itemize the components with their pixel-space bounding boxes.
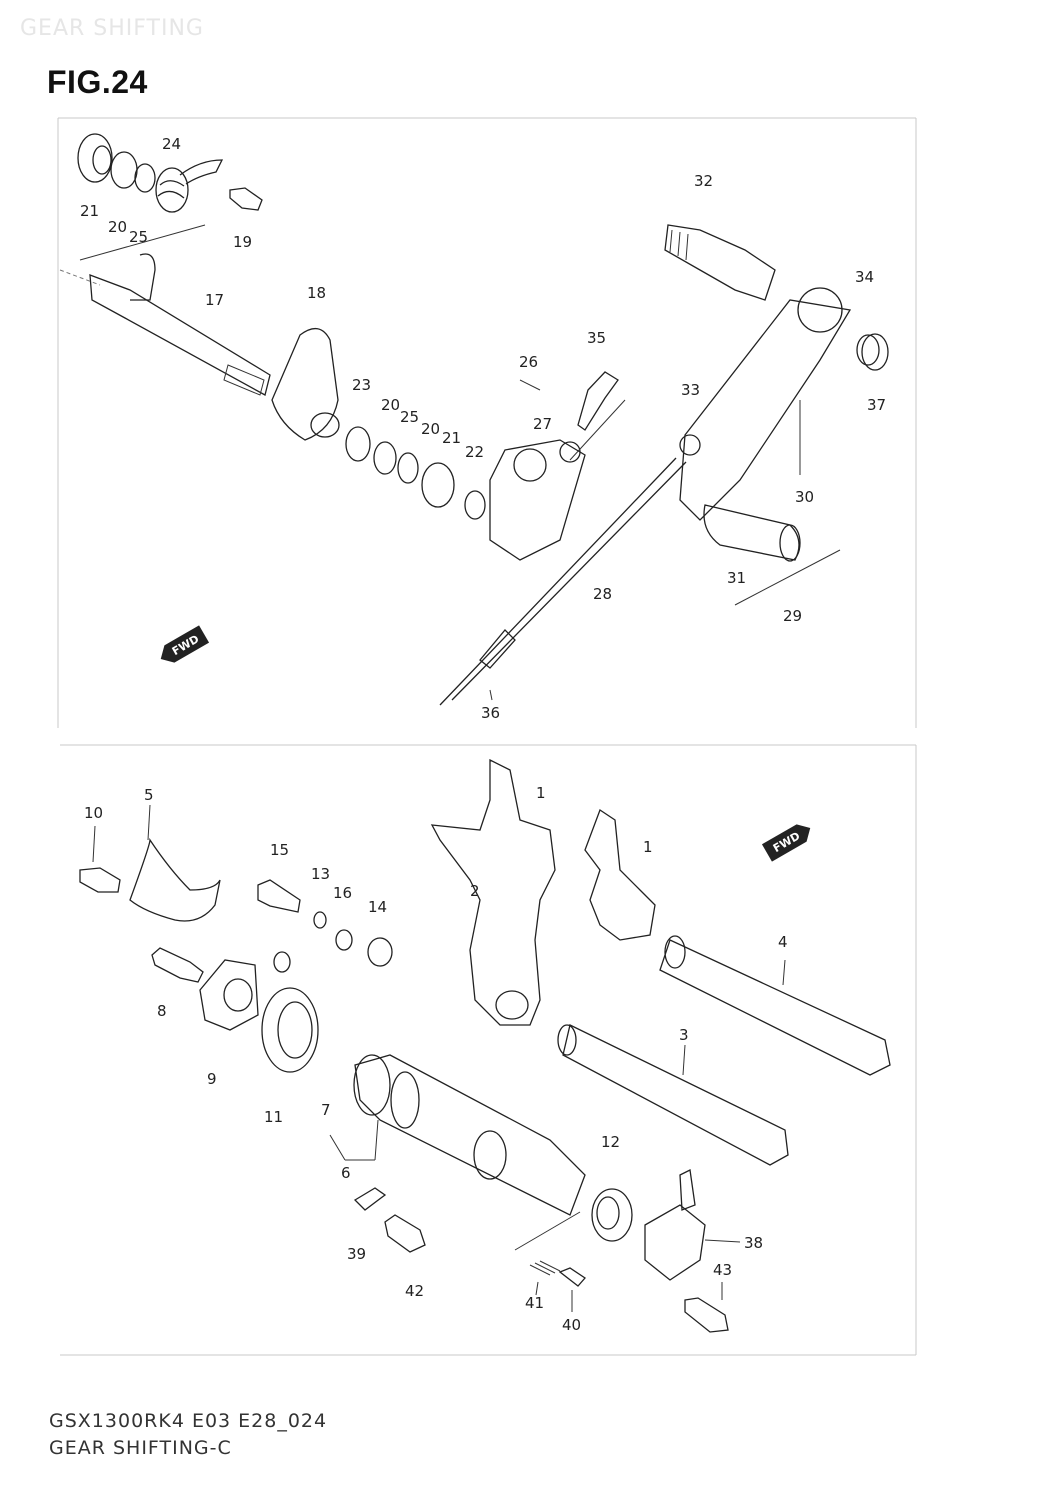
callout-label: 10 <box>84 804 103 822</box>
callout-label: 19 <box>233 233 252 251</box>
callouts-bottom: 5 10 1 1 15 13 16 14 2 4 8 9 11 7 3 6 12… <box>84 784 788 1334</box>
callout-label: 34 <box>855 268 874 286</box>
gearshift-shaft-assembly <box>59 133 889 706</box>
callout-label: 20 <box>381 396 400 414</box>
callout-label: 1 <box>536 784 546 802</box>
callout-label: 22 <box>465 443 484 461</box>
callout-label: 20 <box>108 218 127 236</box>
callout-label: 43 <box>713 1261 732 1279</box>
callout-label: 17 <box>205 291 224 309</box>
callout-label: 31 <box>727 569 746 587</box>
callout-label: 21 <box>442 429 461 447</box>
footer-figure-name: GEAR SHIFTING-C <box>49 1437 232 1459</box>
callout-label: 38 <box>744 1234 763 1252</box>
callout-label: 30 <box>795 488 814 506</box>
callout-label: 3 <box>679 1026 689 1044</box>
callout-label: 23 <box>352 376 371 394</box>
callout-label: 40 <box>562 1316 581 1334</box>
callout-label: 2 <box>470 882 480 900</box>
bottom-panel-frame <box>60 744 917 1356</box>
fwd-badge-top: FWD <box>160 625 210 663</box>
callout-label: 27 <box>533 415 552 433</box>
figure-title: FIG.24 <box>47 64 148 100</box>
callout-label: 7 <box>321 1101 331 1119</box>
callout-label: 4 <box>778 933 788 951</box>
callout-label: 14 <box>368 898 387 916</box>
callouts-top: 24 21 20 25 19 17 18 32 34 37 35 26 27 3… <box>80 135 886 722</box>
callout-label: 25 <box>400 408 419 426</box>
callout-label: 41 <box>525 1294 544 1312</box>
callout-label: 6 <box>341 1164 351 1182</box>
callout-label: 25 <box>129 228 148 246</box>
callout-label: 32 <box>694 172 713 190</box>
callout-label: 36 <box>481 704 500 722</box>
callout-label: 35 <box>587 329 606 347</box>
fwd-badge-bottom: FWD <box>761 824 811 862</box>
callout-label: 37 <box>867 396 886 414</box>
callout-label: 18 <box>307 284 326 302</box>
callout-label: 15 <box>270 841 289 859</box>
callout-label: 5 <box>144 786 154 804</box>
shift-drum-assembly <box>79 758 891 1333</box>
callout-label: 39 <box>347 1245 366 1263</box>
callout-label: 28 <box>593 585 612 603</box>
callout-label: 42 <box>405 1282 424 1300</box>
callout-label: 29 <box>783 607 802 625</box>
callout-label: 1 <box>643 838 653 856</box>
callout-label: 8 <box>157 1002 167 1020</box>
callout-label: 12 <box>601 1133 620 1151</box>
callout-label: 13 <box>311 865 330 883</box>
callout-label: 11 <box>264 1108 283 1126</box>
callout-label: 20 <box>421 420 440 438</box>
callout-label: 9 <box>207 1070 217 1088</box>
callout-label: 21 <box>80 202 99 220</box>
callout-label: 16 <box>333 884 352 902</box>
callout-label: 26 <box>519 353 538 371</box>
footer-model-code: GSX1300RK4 E03 E28_024 <box>49 1410 328 1432</box>
callout-label: 33 <box>681 381 700 399</box>
header-watermark: GEAR SHIFTING <box>20 16 204 41</box>
top-panel-frame <box>57 117 917 728</box>
callout-label: 24 <box>162 135 181 153</box>
